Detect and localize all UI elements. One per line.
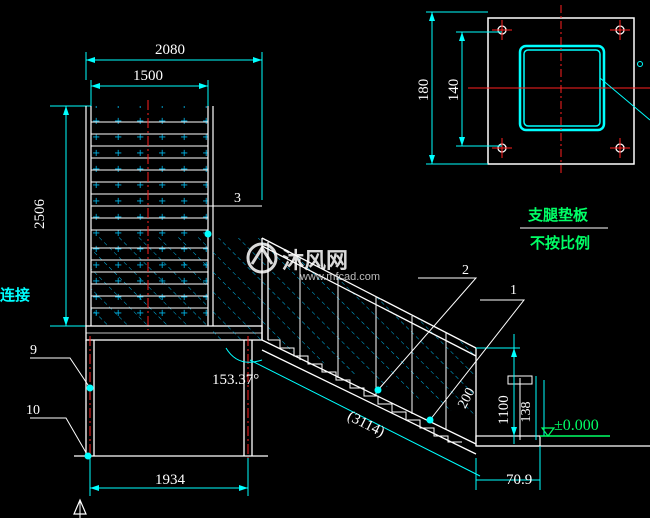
plate-label-line1: 支腿垫板 [527,206,589,224]
callout-1: 1 [510,283,517,298]
offset-dimension: 70.9 [506,472,532,488]
height-dimension: 2506 [32,199,48,230]
callout-3: 3 [234,191,241,206]
plate-outer-dimension: 180 [416,79,432,102]
plate-label-line2: 不按比例 [530,234,590,252]
inner-width-dimension: 1500 [133,68,163,84]
stair-length-dimension: (3114) [345,408,387,440]
small-dimension: 138 [519,402,534,423]
support-plate-detail: 180 140 [416,5,650,175]
watermark-brand: 沐风网 [282,249,348,274]
watermark: 沐风网 www.mfcad.com [246,242,380,283]
angle-dimension: 153.37° [212,372,259,388]
watermark-logo [246,242,278,274]
callouts [30,205,526,457]
watermark-url: www.mfcad.com [299,271,380,283]
callout-9: 9 [30,343,37,358]
platform-elevation: 2080 1500 2506 [32,42,268,518]
callout-2: 2 [462,263,469,278]
callout-10: 10 [26,403,40,418]
plate-inner-dimension: 140 [446,79,462,102]
left-edge-note: 连接 [0,286,30,304]
top-width-dimension: 2080 [155,42,185,58]
stair-elevation: (3114) 1100 138 200 153.37° ±0.000 70.9 [212,237,650,490]
elevation-mark: ±0.000 [554,417,599,434]
base-width-dimension: 1934 [155,472,186,488]
rail-height-dimension: 1100 [496,395,512,424]
